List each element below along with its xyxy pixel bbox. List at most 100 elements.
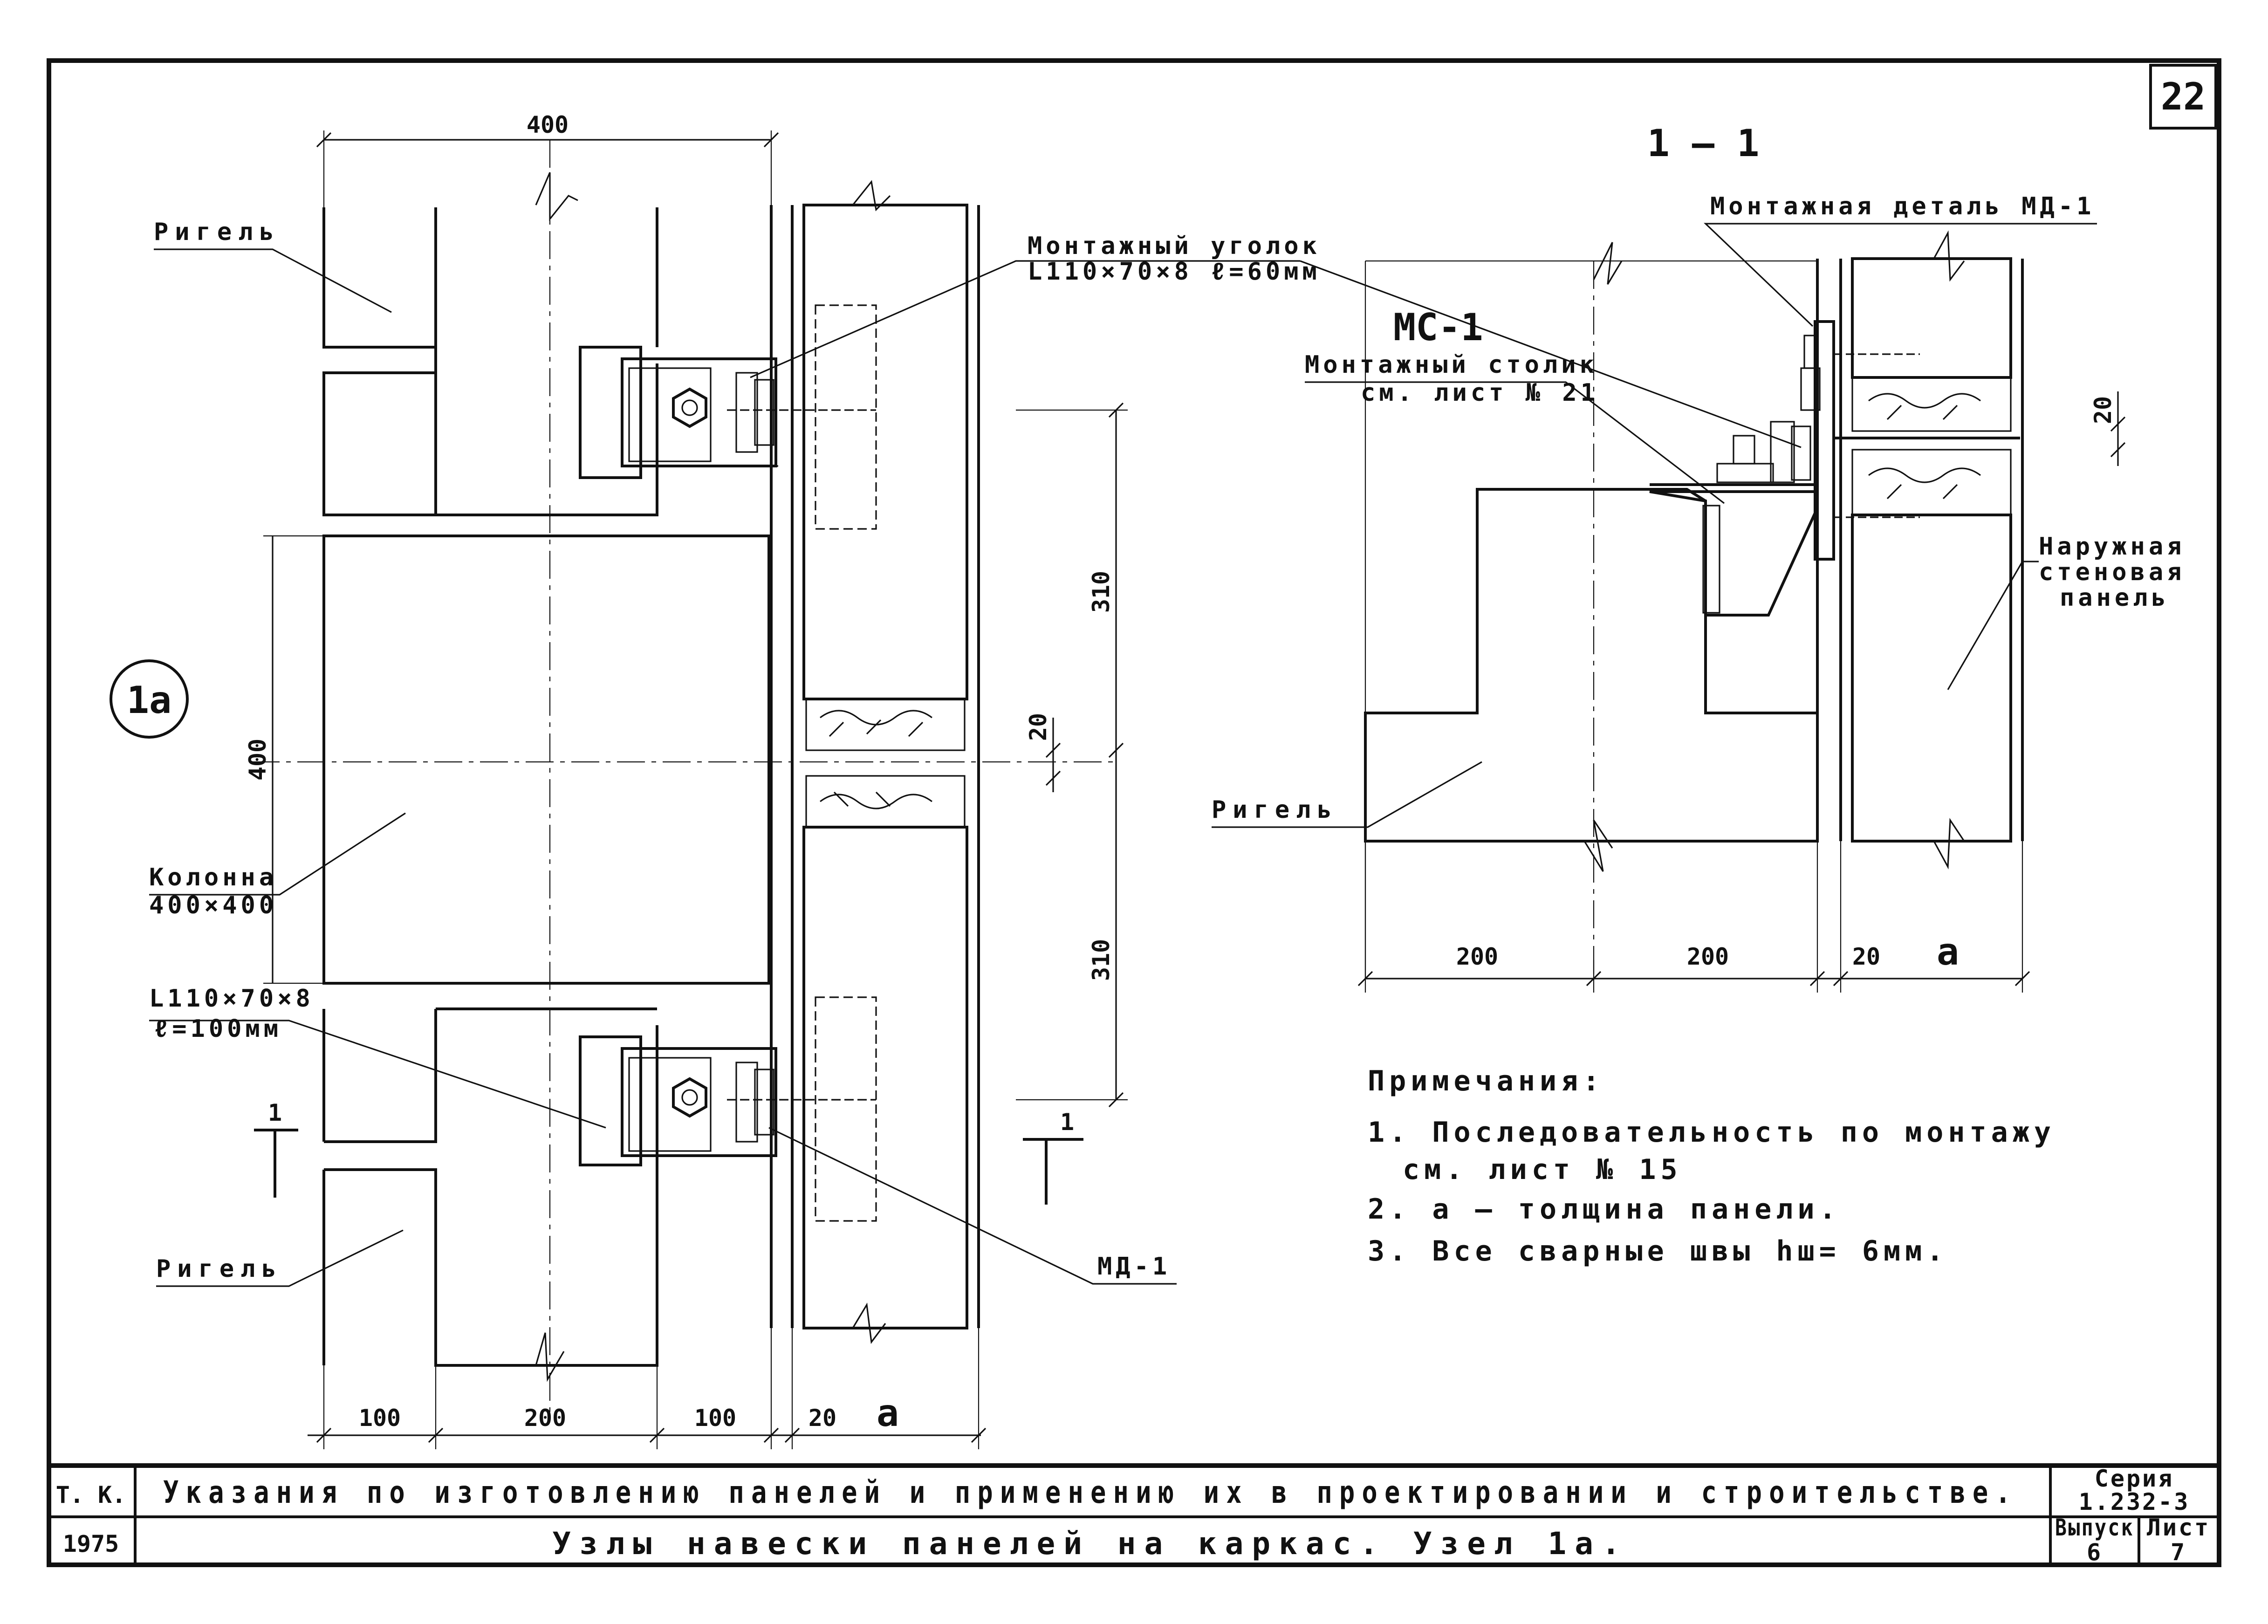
dim-310-lower-text: 310 bbox=[1088, 939, 1115, 981]
title-issue-label: Выпуск bbox=[2055, 1514, 2134, 1541]
svg-text:1: 1 bbox=[268, 1099, 282, 1126]
section-dim-200-right: 200 bbox=[1687, 943, 1729, 970]
rigel-top-outline bbox=[322, 207, 658, 516]
label-rigel-top: Ригель bbox=[154, 218, 281, 246]
leader-angle2 bbox=[149, 1020, 606, 1129]
upper-panel-insulation bbox=[805, 698, 966, 751]
rigel-section-break bbox=[1583, 820, 1613, 872]
section-upper-insul-tex bbox=[1868, 393, 1981, 420]
sheet-frame bbox=[47, 58, 2221, 1567]
label-md1: МД-1 bbox=[1097, 1253, 1171, 1281]
leader-mc1 bbox=[1305, 381, 1725, 504]
title-series-value: 1.232-3 bbox=[2079, 1488, 2190, 1515]
note-2: 2. а – толщина панели. bbox=[1368, 1193, 1841, 1226]
label-outer-panel-3: панель bbox=[2060, 584, 2170, 612]
section-dim-bottom: 200 200 20 а bbox=[1357, 841, 2030, 993]
upper-insulation-texture bbox=[820, 710, 932, 737]
section-dim-a: а bbox=[1937, 930, 1959, 973]
label-angle-spec: L110×70×8 ℓ=60мм bbox=[1028, 258, 1321, 286]
dim-bottom-20: 20 bbox=[809, 1405, 836, 1432]
cut-mark-right: 1 bbox=[1023, 1109, 1083, 1205]
title-org: Т. К. bbox=[56, 1481, 126, 1508]
lower-wall-panel bbox=[802, 826, 968, 1329]
title-year: 1975 bbox=[63, 1530, 119, 1557]
dim-column-400-text: 400 bbox=[244, 739, 271, 781]
title-subtitle: Узлы навески панелей на каркас. Узел 1а. bbox=[552, 1526, 1628, 1562]
section-upper-insulation bbox=[1851, 377, 2012, 432]
dim-20-vert-text: 20 bbox=[1025, 713, 1052, 741]
label-mounting-detail: Монтажная деталь МД-1 bbox=[1710, 192, 2095, 220]
section-lower-insulation bbox=[1851, 449, 2012, 516]
label-rigel-bottom: Ригель bbox=[156, 1255, 283, 1283]
mounting-detail-md1 bbox=[1800, 320, 2020, 561]
label-rigel-section: Ригель bbox=[1212, 796, 1338, 824]
upper-bracket bbox=[579, 346, 876, 479]
dim-bottom-200: 200 bbox=[524, 1405, 566, 1432]
title-sheet-value: 7 bbox=[2171, 1539, 2186, 1566]
section-lower-panel bbox=[1851, 514, 2012, 843]
label-mc1-title: Монтажный столик bbox=[1305, 351, 1598, 379]
leader-rigel-bottom bbox=[156, 1229, 404, 1287]
leader-mounting-detail bbox=[1704, 223, 2097, 327]
section-upper-panel bbox=[1851, 257, 2012, 379]
rigel-section-break-top bbox=[1593, 242, 1623, 285]
label-column-size: 400×400 bbox=[149, 891, 277, 919]
dim-bottom-a: а bbox=[877, 1391, 899, 1435]
dim-column-height: 400 bbox=[244, 535, 324, 984]
section-lower-insul-tex bbox=[1868, 467, 1981, 500]
column-section bbox=[322, 534, 770, 985]
title-issue-value: 6 bbox=[2087, 1539, 2103, 1566]
label-column-title: Колонна bbox=[149, 863, 277, 891]
title-main: Указания по изготовлению панелей и приме… bbox=[163, 1474, 2018, 1510]
section-dim-200-left: 200 bbox=[1456, 943, 1498, 970]
dim-bottom-row: 100 200 100 20 а bbox=[308, 1328, 987, 1449]
leader-md1 bbox=[768, 1127, 1177, 1285]
leader-angle bbox=[750, 260, 1300, 378]
detail-marker-text: 1а bbox=[127, 678, 171, 722]
detail-marker-circle bbox=[110, 659, 189, 739]
break-line-bottom bbox=[535, 1332, 565, 1382]
note-3: 3. Все сварные швы hш= 6мм. bbox=[1368, 1235, 1948, 1268]
dim-right-vertical: 310 310 20 bbox=[1016, 402, 1128, 1108]
label-angle2-len: ℓ=100мм bbox=[154, 1015, 282, 1043]
plan-view: 400 310 310 20 400 bbox=[110, 111, 1321, 1449]
label-outer-panel-1: Наружная bbox=[2039, 533, 2185, 561]
dim-top-400-text: 400 bbox=[527, 111, 569, 138]
lower-insulation-texture bbox=[820, 791, 932, 809]
dim-top-400: 400 bbox=[316, 111, 779, 207]
leader-outer-panel bbox=[1947, 561, 2039, 690]
leader-column bbox=[149, 812, 406, 896]
mounting-table-mc1 bbox=[1649, 421, 1819, 617]
section-dim-20: 20 bbox=[2090, 391, 2126, 466]
upper-wall-panel bbox=[802, 204, 968, 700]
dim-bottom-100-right: 100 bbox=[694, 1405, 736, 1432]
leader-rigel-section bbox=[1212, 761, 1482, 828]
note-1: 1. Последовательность по монтажу bbox=[1368, 1116, 2056, 1149]
upper-anchor-box bbox=[815, 304, 877, 530]
svg-text:1: 1 bbox=[1060, 1109, 1074, 1136]
cut-mark-left: 1 bbox=[254, 1099, 298, 1198]
leader-angle-long bbox=[1300, 260, 1802, 448]
title-block: Т. К. 1975 Указания по изготовлению пане… bbox=[49, 1463, 2219, 1566]
section-dim-20-text: 20 bbox=[2090, 396, 2117, 424]
label-mc1-ref: см. лист № 21 bbox=[1361, 379, 1599, 407]
dim-bottom-100-left: 100 bbox=[359, 1405, 401, 1432]
title-sheet-label: Лист bbox=[2147, 1514, 2210, 1541]
panel-break-bottom bbox=[852, 1302, 886, 1344]
notes: Примечания: 1. Последовательность по мон… bbox=[1368, 1065, 2056, 1268]
note-1b: см. лист № 15 bbox=[1403, 1153, 1682, 1186]
label-angle2-spec: L110×70×8 bbox=[149, 985, 314, 1013]
sheet-number: 22 bbox=[2161, 75, 2206, 118]
rigel-bottom-outline bbox=[322, 1007, 658, 1367]
sheet-number-box bbox=[2149, 64, 2217, 130]
section-view: 1 – 1 bbox=[1212, 122, 2185, 993]
section-dim-20-bottom: 20 bbox=[1852, 943, 1880, 970]
lower-anchor-box bbox=[815, 996, 877, 1222]
section-panel-break bbox=[1933, 230, 1965, 282]
dim-310-upper-text: 310 bbox=[1088, 571, 1115, 613]
label-outer-panel-2: стеновая bbox=[2039, 558, 2185, 586]
title-series-label: Серия bbox=[2095, 1465, 2174, 1492]
break-line-top bbox=[535, 172, 578, 221]
notes-title: Примечания: bbox=[1368, 1065, 1604, 1097]
